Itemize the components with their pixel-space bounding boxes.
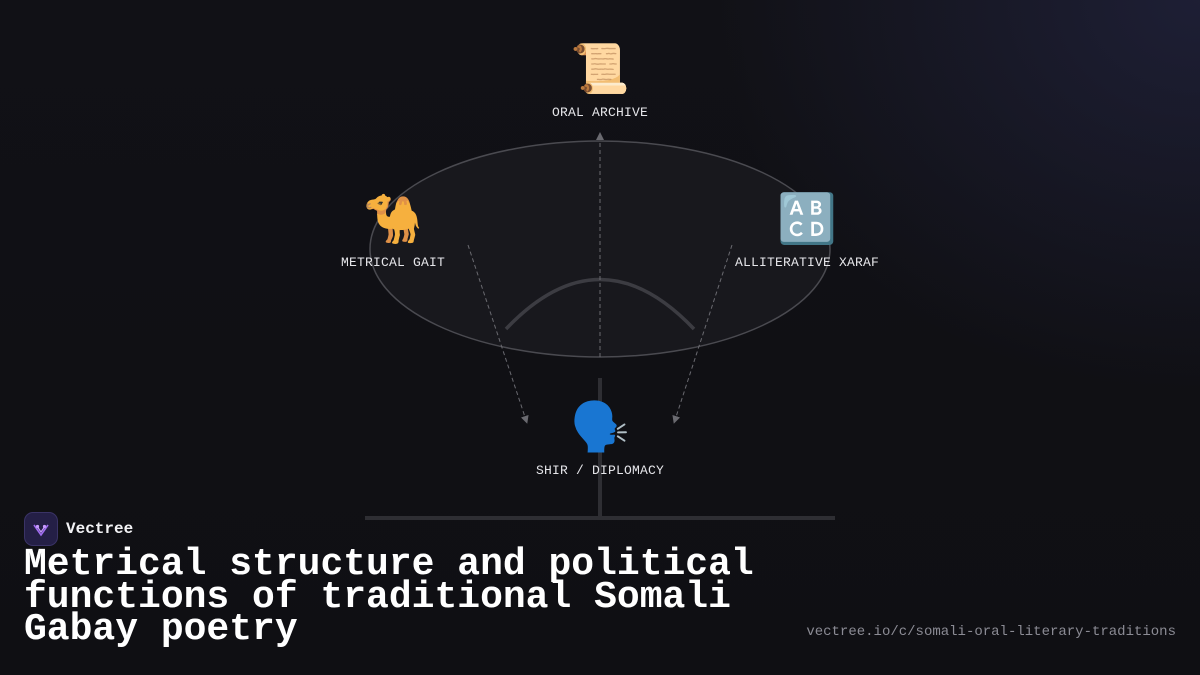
speaking-head-icon: 🗣️ [570, 399, 630, 455]
node-label: ORAL ARCHIVE [551, 105, 648, 120]
node-label: METRICAL GAIT [340, 255, 446, 270]
node-label: ALLITERATIVE XARAF [734, 255, 880, 270]
node-label: SHIR / DIPLOMACY [535, 463, 665, 478]
node-oral-archive: 📜 ORAL ARCHIVE [480, 41, 720, 120]
connector-right [672, 244, 733, 424]
node-alliterative-xaraf: 🔠 ALLITERATIVE XARAF [687, 191, 927, 270]
abcd-icon: 🔠 [777, 191, 837, 247]
node-shir-diplomacy: 🗣️ SHIR / DIPLOMACY [480, 399, 720, 478]
scroll-icon: 📜 [570, 41, 630, 97]
node-metrical-gait: 🐪 METRICAL GAIT [273, 191, 513, 270]
vectree-logo-icon [24, 512, 58, 546]
page-title: Metrical structure and political functio… [24, 543, 754, 651]
brand: Vectree [24, 512, 133, 546]
source-url[interactable]: vectree.io/c/somali-oral-literary-tradit… [806, 624, 1176, 640]
brand-name: Vectree [66, 520, 134, 538]
connector-left [467, 244, 529, 424]
camel-icon: 🐪 [363, 191, 423, 247]
